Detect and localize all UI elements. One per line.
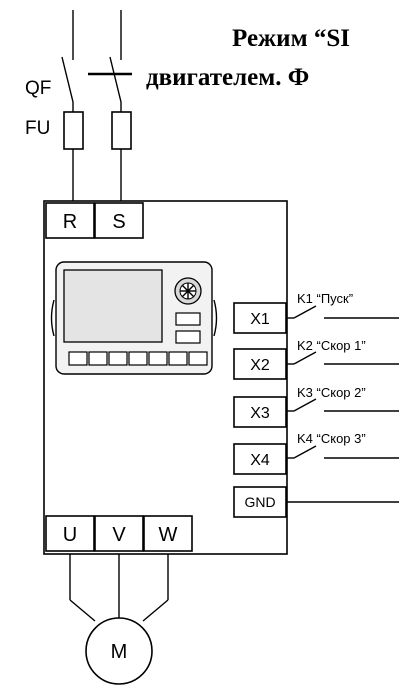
terminal-gnd-box — [233, 486, 287, 518]
contact-k4 — [286, 445, 399, 459]
title-line-1: Режим “SI — [232, 25, 350, 52]
terminal-x1-label: X1 — [250, 311, 270, 328]
title-line-2: двигателем. Ф — [146, 64, 309, 91]
motor-symbol — [85, 617, 153, 685]
terminal-u-label: U — [63, 524, 77, 546]
terminal-r-label: R — [63, 211, 77, 233]
terminal-r-box — [45, 202, 95, 239]
terminal-x4-label: X4 — [250, 452, 270, 469]
supply-lines — [72, 10, 122, 60]
panel-buttons — [68, 351, 208, 366]
terminal-s-box — [94, 202, 144, 239]
terminal-s-label: S — [112, 211, 125, 233]
terminal-v-label: V — [112, 524, 126, 546]
contact-k1 — [286, 305, 399, 319]
terminal-gnd-label: GND — [244, 494, 275, 510]
motor-label: M — [111, 641, 128, 663]
terminal-v-box — [94, 515, 144, 552]
terminal-x3-box — [233, 396, 287, 428]
fuses-fu — [63, 111, 132, 201]
circuit-breaker-qf — [61, 56, 132, 112]
contact-k1-label: K1 “Пуск” — [297, 291, 353, 306]
qf-label: QF — [25, 78, 51, 99]
terminal-x3-label: X3 — [250, 405, 270, 422]
dial-icon — [174, 277, 202, 305]
contact-k3 — [286, 398, 399, 412]
terminal-x4-box — [233, 443, 287, 475]
terminal-w-label: W — [159, 524, 178, 546]
contact-k2-label: K2 “Скор 1” — [297, 338, 366, 353]
terminal-u-box — [45, 515, 95, 552]
contact-k3-label: K3 “Скор 2” — [297, 385, 366, 400]
motor-wiring — [69, 554, 169, 622]
contact-k2 — [286, 351, 399, 365]
control-panel — [50, 261, 218, 375]
fu-label: FU — [25, 118, 50, 139]
terminal-w-box — [143, 515, 193, 552]
terminal-x2-label: X2 — [250, 357, 270, 374]
contact-k4-label: K4 “Скор 3” — [297, 431, 366, 446]
